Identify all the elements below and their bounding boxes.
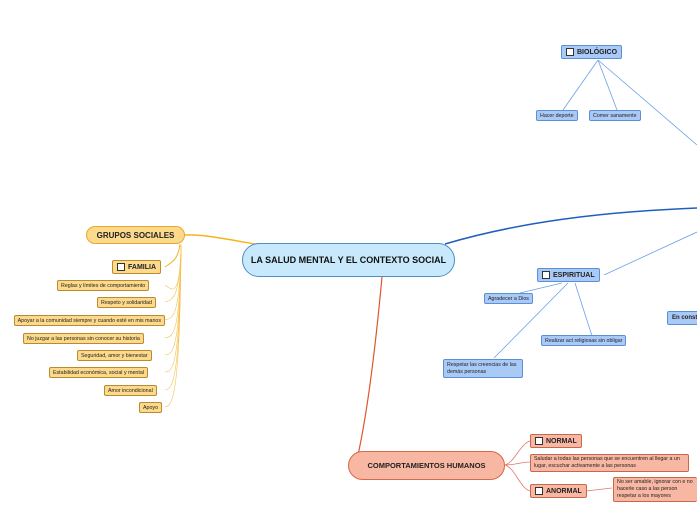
leaf-item[interactable]: Seguridad, amor y bienestar [77,350,152,361]
checkbox-icon [542,271,550,279]
subtopic-espiritual[interactable]: ESPIRITUAL [537,268,600,282]
subtopic-espiritual-label: ESPIRITUAL [553,271,595,279]
leaf-item[interactable]: Reglas y límites de comportamiento [57,280,150,291]
subtopic-en-constante[interactable]: En const [667,311,697,325]
leaf-item[interactable]: Respetar las creencias de las demás pers… [443,359,523,378]
leaf-item[interactable]: No ser amable, ignorar con e no hacerle … [613,477,697,502]
leaf-item[interactable]: Saludar a todas las personas que se encu… [530,454,689,472]
checkbox-icon [117,263,125,271]
topic-comportamientos-humanos[interactable]: COMPORTAMIENTOS HUMANOS [348,451,505,480]
subtopic-biologico[interactable]: BIOLÓGICO [561,45,623,59]
topic-grupos-sociales[interactable]: GRUPOS SOCIALES [86,226,185,244]
subtopic-familia-label: FAMILIA [128,263,156,271]
checkbox-icon [535,437,543,445]
checkbox-icon [535,487,543,495]
subtopic-normal[interactable]: NORMAL [530,434,582,448]
subtopic-biologico-label: BIOLÓGICO [577,48,618,56]
leaf-item[interactable]: Amor incondicional [104,385,157,396]
leaf-item[interactable]: No juzgar a las personas sin conocer su … [23,333,144,344]
leaf-item[interactable]: Comer sanamente [589,110,641,121]
leaf-item[interactable]: Estabilidad económica, social y mental [49,367,148,378]
leaf-item[interactable]: Apoyar a la comunidad siempre y cuando e… [13,315,165,326]
subtopic-normal-label: NORMAL [546,437,577,445]
central-topic[interactable]: LA SALUD MENTAL Y EL CONTEXTO SOCIAL [242,243,455,277]
leaf-item[interactable]: Respeto y solidaridad [97,297,156,308]
leaf-item[interactable]: Apoyo [139,402,163,413]
checkbox-icon [566,48,574,56]
leaf-item[interactable]: Realizar act religiosas sin obligar [541,335,627,346]
subtopic-anormal[interactable]: ANORMAL [530,484,587,498]
subtopic-familia[interactable]: FAMILIA [112,260,161,274]
subtopic-anormal-label: ANORMAL [546,487,582,495]
leaf-item[interactable]: Hacer deporte [536,110,578,121]
leaf-item[interactable]: Agradecer a Dios [484,293,533,304]
